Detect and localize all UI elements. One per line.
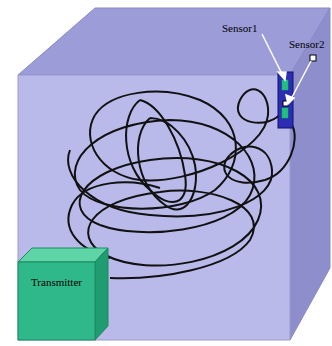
transmitter-box: Transmitter xyxy=(18,262,95,302)
cube-top xyxy=(18,8,330,75)
cube-side xyxy=(290,8,330,340)
transmitter-top xyxy=(18,248,108,262)
sensor-label: Sensor2 xyxy=(289,38,324,50)
cube-front xyxy=(18,75,290,340)
sensor2-handle xyxy=(310,55,316,61)
node-label: Transmitter xyxy=(31,276,82,288)
transmitter-front xyxy=(18,262,95,340)
sensor-carrier xyxy=(278,72,293,128)
sensor1-element xyxy=(282,80,288,90)
transmitter-side xyxy=(95,248,108,340)
sensor2-element xyxy=(282,108,288,118)
sensor-label: Sensor1 xyxy=(222,22,257,34)
